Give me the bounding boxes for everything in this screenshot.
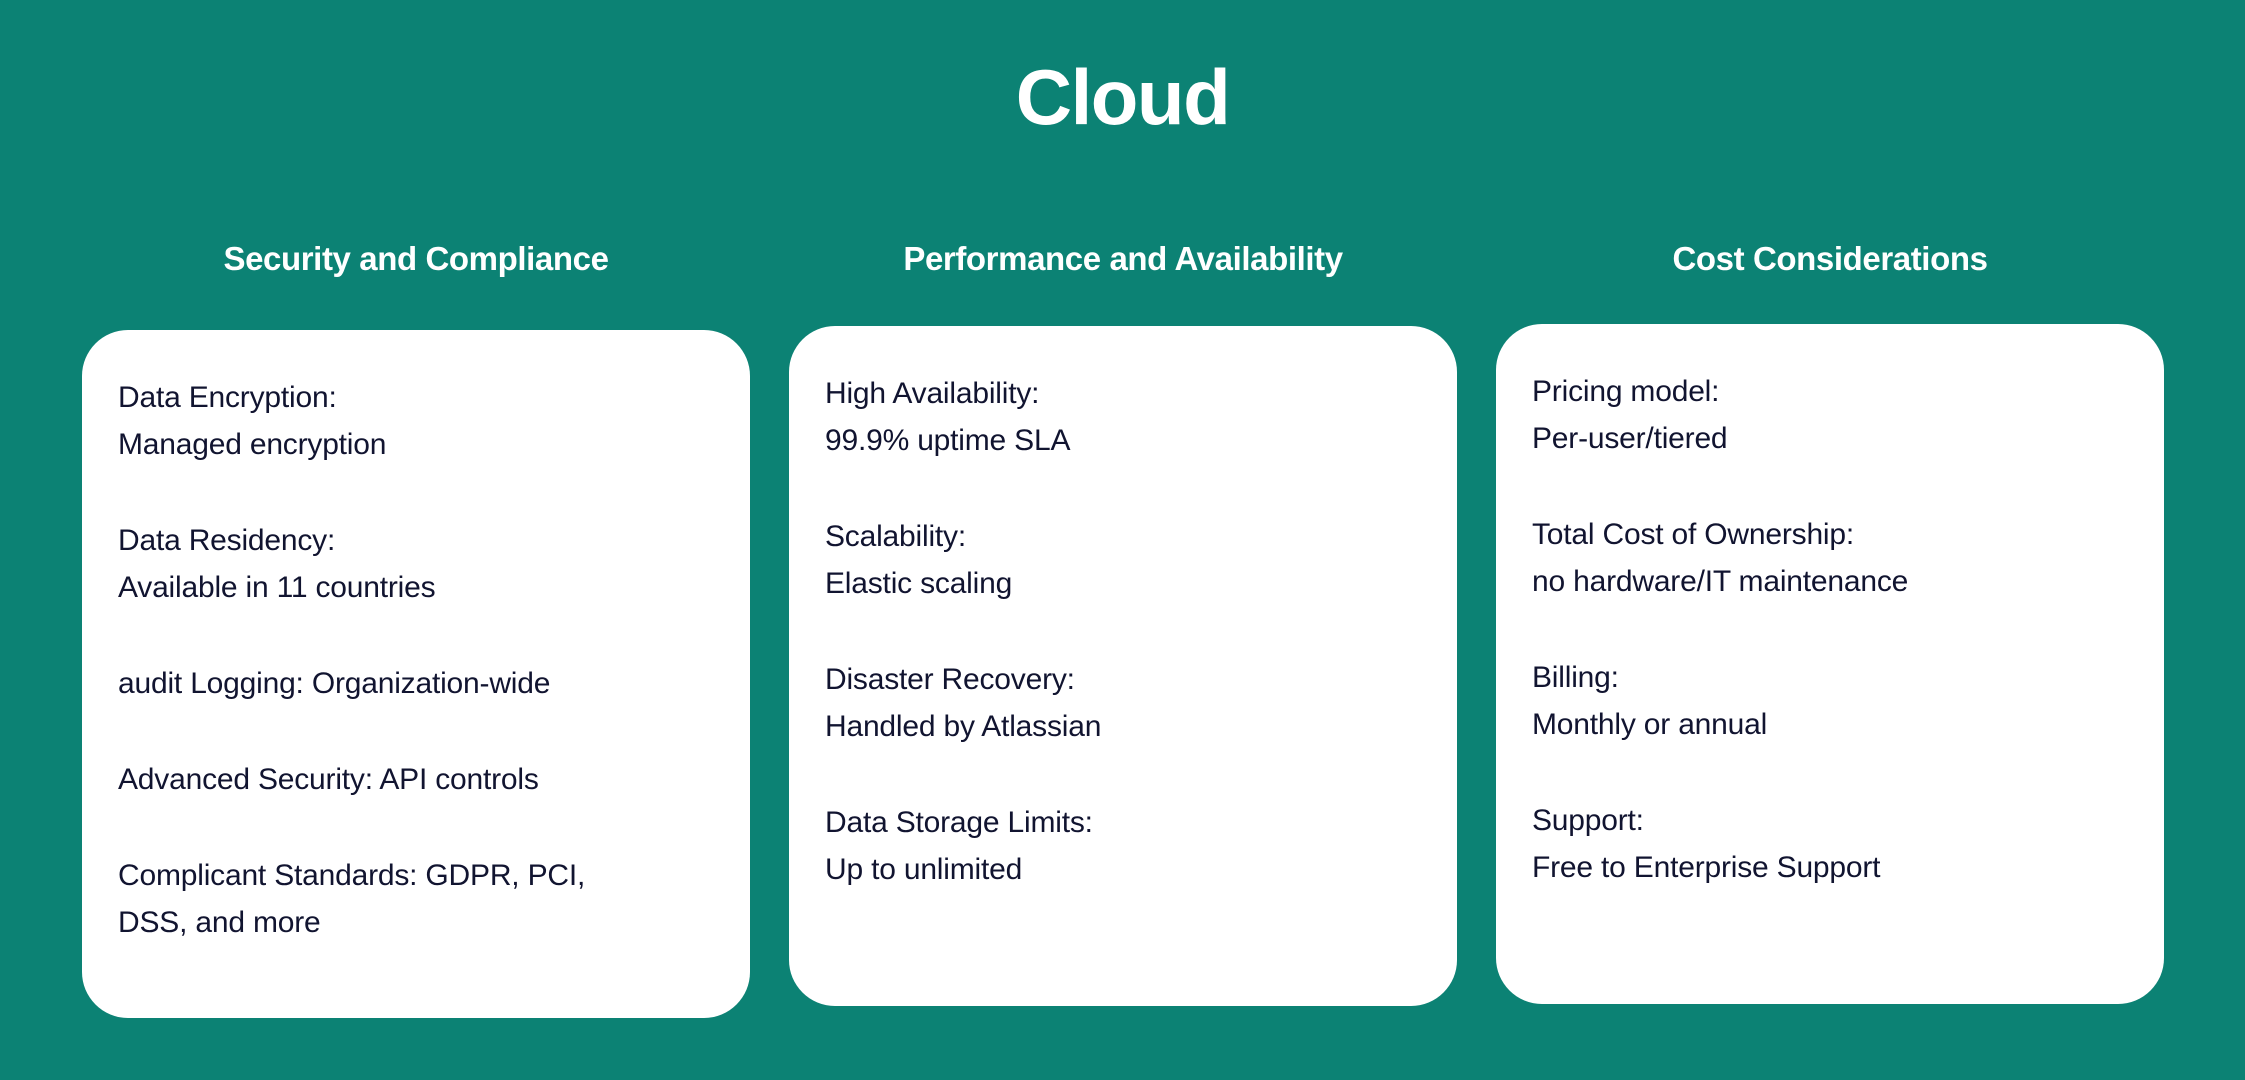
- card-entry: Advanced Security: API controls: [118, 756, 714, 803]
- column-heading: Performance and Availability: [903, 240, 1343, 277]
- entry-line: Handled by Atlassian: [825, 709, 1102, 743]
- entry-line: audit Logging: Organization-wide: [118, 666, 551, 700]
- page-title: Cloud: [1015, 53, 1231, 141]
- column-heading: Security and Compliance: [223, 240, 609, 277]
- column-security-and-compliance: Security and Compliance Data Encryption:…: [82, 240, 750, 1018]
- card-entry: audit Logging: Organization-wide: [118, 660, 714, 707]
- entry-line: Elastic scaling: [825, 566, 1013, 600]
- entry-line: Monthly or annual: [1532, 707, 1768, 741]
- card-entry: Total Cost of Ownership: no hardware/IT …: [1532, 511, 2128, 605]
- entry-line: Support:: [1532, 803, 1644, 837]
- card-entry: Support: Free to Enterprise Support: [1532, 797, 2128, 891]
- entry-line: Data Storage Limits:: [825, 805, 1093, 839]
- card-entry: Data Residency: Available in 11 countrie…: [118, 517, 714, 611]
- entry-line: 99.9% uptime SLA: [825, 423, 1071, 457]
- card-cost-considerations: Pricing model: Per-user/tiered Total Cos…: [1496, 323, 2164, 1004]
- entry-line: Pricing model:: [1532, 374, 1720, 408]
- card-security-and-compliance: Data Encryption: Managed encryption Data…: [82, 329, 750, 1018]
- entry-line: DSS, and more: [118, 905, 321, 939]
- column-performance-and-availability: Performance and Availability High Availa…: [789, 240, 1457, 1006]
- entry-line: Scalability:: [825, 519, 966, 553]
- entry-line: Total Cost of Ownership:: [1532, 517, 1855, 551]
- entry-line: Disaster Recovery:: [825, 662, 1075, 696]
- entry-line: Managed encryption: [118, 427, 387, 461]
- entry-line: Free to Enterprise Support: [1532, 850, 1881, 884]
- card-entry: Data Storage Limits: Up to unlimited: [825, 799, 1421, 893]
- card-entry: Disaster Recovery: Handled by Atlassian: [825, 656, 1421, 750]
- columns-container: Security and Compliance Data Encryption:…: [82, 240, 2164, 1040]
- entry-line: Up to unlimited: [825, 852, 1023, 886]
- entry-line: Data Encryption:: [118, 380, 337, 414]
- entry-line: Advanced Security: API controls: [118, 762, 539, 796]
- entry-line: Complicant Standards: GDPR, PCI,: [118, 858, 586, 892]
- card-entry: Data Encryption: Managed encryption: [118, 374, 714, 468]
- card-entry: Pricing model: Per-user/tiered: [1532, 368, 2128, 462]
- entry-line: Per-user/tiered: [1532, 421, 1728, 455]
- card-entry: Billing: Monthly or annual: [1532, 654, 2128, 748]
- card-performance-and-availability: High Availability: 99.9% uptime SLA Scal…: [789, 325, 1457, 1006]
- entry-line: High Availability:: [825, 376, 1040, 410]
- entry-line: Billing:: [1532, 660, 1619, 694]
- column-cost-considerations: Cost Considerations Pricing model: Per-u…: [1496, 240, 2164, 1004]
- card-entry: Scalability: Elastic scaling: [825, 513, 1421, 607]
- entry-line: Available in 11 countries: [118, 570, 436, 604]
- card-entry: High Availability: 99.9% uptime SLA: [825, 370, 1421, 464]
- entry-line: Data Residency:: [118, 523, 336, 557]
- card-entry: Complicant Standards: GDPR, PCI, DSS, an…: [118, 852, 714, 946]
- entry-line: no hardware/IT maintenance: [1532, 564, 1909, 598]
- column-heading: Cost Considerations: [1672, 240, 1988, 277]
